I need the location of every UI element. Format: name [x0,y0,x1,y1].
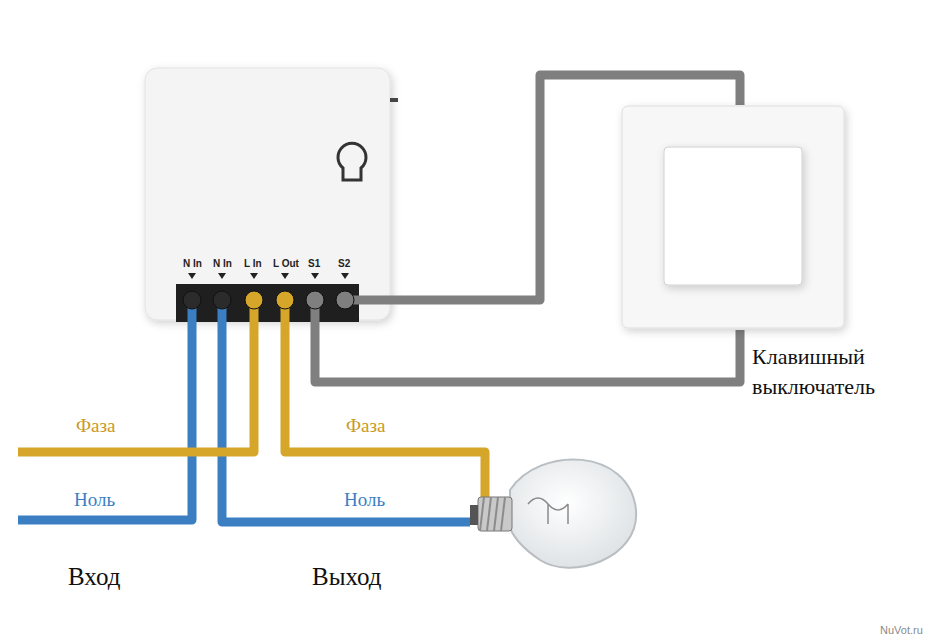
pin-name: N In [213,258,232,269]
terminal-screws [183,291,354,309]
switch: Клавишный выключатель [622,106,844,328]
light-bulb [470,459,636,567]
wire-label: Ноль [344,490,385,511]
pin-name: N In [183,258,202,269]
switch-plate [622,106,844,328]
bulb-icon [338,143,366,180]
antenna-stub [390,98,398,102]
switch-caption: Клавишный выключатель [752,342,942,401]
pin-name: L In [244,258,262,269]
pin-name: S2 [338,258,350,269]
terminal-block [176,284,359,322]
pin-markers [188,273,349,279]
wire-label: Ноль [74,490,115,511]
pin-name: L Out [273,258,299,269]
wire-label: Фаза [346,416,385,437]
side-label: Выход [312,563,382,591]
side-label: Вход [68,563,120,591]
pin-name: S1 [308,258,320,269]
watermark: NuVot.ru [880,624,923,636]
switch-key [664,147,802,285]
relay-module [145,68,390,320]
wire-label: Фаза [76,416,115,437]
